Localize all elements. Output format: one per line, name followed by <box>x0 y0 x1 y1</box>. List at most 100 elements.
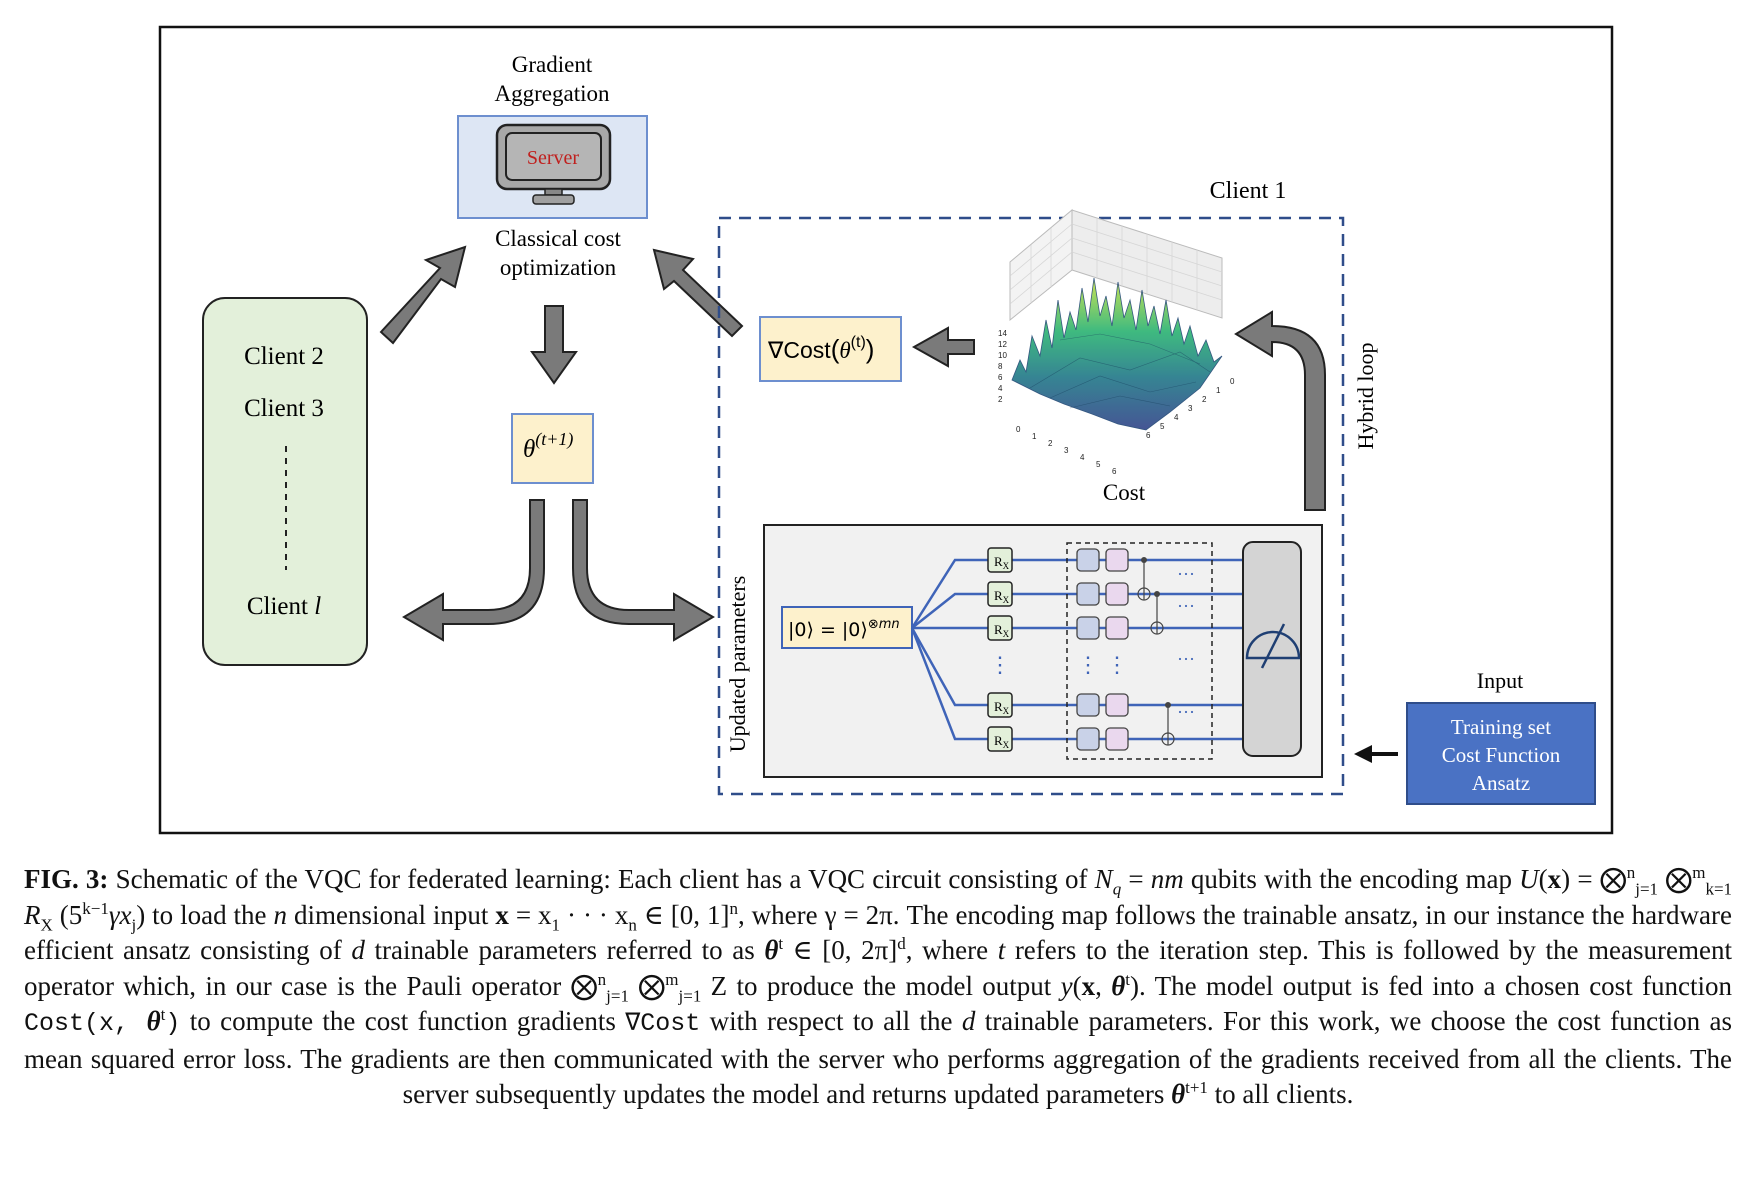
caption-lim4-sup: m <box>665 969 679 989</box>
arrow-server-to-theta <box>530 305 578 385</box>
caption-y: y <box>1060 970 1073 1001</box>
gradient-sup: (t) <box>851 334 866 351</box>
rx-gate-4 <box>987 692 1013 718</box>
figure: Gradient Aggregation Server Classical co… <box>158 25 1614 835</box>
caption-nm: nm <box>1150 864 1184 894</box>
caption-x2: x <box>495 899 509 930</box>
z-tick-10: 10 <box>998 351 1007 360</box>
rx-gate-sub-1: X <box>1003 561 1010 571</box>
rx-gate-2 <box>987 581 1013 607</box>
caption-q: q <box>1112 879 1122 899</box>
server-monitor-text: Server <box>527 147 580 169</box>
vdots-1: ⋮ <box>989 652 1011 677</box>
figure-caption: FIG. 3: Schematic of the VQC for federat… <box>24 862 1732 1113</box>
input-line-1: Training set <box>1451 715 1551 739</box>
rx-gate-sub-3: X <box>1003 629 1010 639</box>
caption-t18: , where <box>905 935 998 965</box>
caption-t10: ) to load the <box>136 899 274 930</box>
caption-cost1-end: ) <box>165 1009 181 1038</box>
vdots-2: ⋮ <box>1077 652 1099 677</box>
rx-gate-sub-4: X <box>1003 706 1010 716</box>
plot-back-wall-left <box>1009 208 1073 322</box>
param-gate-a-4 <box>1076 693 1100 717</box>
cnot-control-2 <box>1154 591 1160 597</box>
caption-cost1: Cost(x, <box>24 1009 147 1038</box>
z-tick-14: 14 <box>998 329 1007 338</box>
cnot-target-3 <box>1161 732 1175 746</box>
gradient-box <box>759 316 902 382</box>
arrow-client1-to-server <box>652 248 744 338</box>
input-line-3: Ansatz <box>1472 771 1530 795</box>
init-state-sup: ⊗mn <box>868 617 900 632</box>
caption-lim1-sup: n <box>1626 863 1636 882</box>
x-tick-1: 1 <box>1032 432 1037 441</box>
caption-t8: (5 <box>52 899 83 930</box>
plot-gridlines <box>1009 218 1223 310</box>
x-tick-6: 6 <box>1112 467 1117 476</box>
caption-theta1: θ <box>764 935 779 965</box>
cost-surface <box>1011 277 1223 431</box>
x-tick-2: 2 <box>1048 439 1053 448</box>
cnot-target-1 <box>1137 587 1151 601</box>
z-tick-8: 8 <box>998 362 1003 371</box>
gradient-paren-close: ) <box>866 334 875 364</box>
caption-rx-sub: X <box>40 914 53 934</box>
arrow-cost-to-gradient <box>911 326 975 368</box>
hybrid-loop-arrow-shape <box>1234 310 1326 511</box>
z-tick-4: 4 <box>998 384 1003 393</box>
caption-lim4-sub: j=1 <box>678 985 702 1005</box>
caption-t13: · · · x <box>560 899 629 930</box>
gradient-prefix: ∇Cost <box>767 337 831 363</box>
init-state-label: |0⟩ = |0⟩⊗mn <box>788 617 900 641</box>
caption-xn-sub: n <box>628 914 637 934</box>
gradient-label: ∇Cost(θ(t)) <box>767 334 874 364</box>
caption-t16: trainable parameters referred to as <box>364 935 765 965</box>
theta-next-sup: (t+1) <box>535 429 573 450</box>
param-gate-b-4 <box>1105 693 1129 717</box>
server-bottom-label-1: Classical cost <box>495 226 621 251</box>
y-tick-1: 1 <box>1216 386 1221 395</box>
arrow-theta-to-client1 <box>572 499 715 642</box>
caption-t7: R <box>24 899 41 930</box>
client3-label: Client 3 <box>244 395 324 422</box>
monitor-icon <box>495 123 612 205</box>
cnot-control-1 <box>1141 557 1147 563</box>
y-tick-4: 4 <box>1174 413 1179 422</box>
input-title: Input <box>1477 668 1523 693</box>
caption-d1: d <box>351 935 365 965</box>
caption-t20: ⨂ <box>628 970 666 1001</box>
caption-t12: = x <box>508 899 552 930</box>
hdots-2: ··· <box>1177 596 1195 616</box>
caption-n-sup: n <box>729 898 738 918</box>
caption-t23: , <box>1095 970 1112 1001</box>
rx-gate-5 <box>987 726 1013 752</box>
rx-gate-sub-5: X <box>1003 740 1010 750</box>
theta-next-label: θ(t+1) <box>523 429 573 463</box>
z-tick-6: 6 <box>998 373 1003 382</box>
caption-n1: n <box>273 899 288 930</box>
caption-d2: d <box>961 1006 976 1036</box>
x-tick-0: 0 <box>1016 425 1021 434</box>
clientl-label: Client l <box>247 593 321 620</box>
input-line-2: Cost Function <box>1442 743 1561 767</box>
caption-Nq: N <box>1094 864 1113 894</box>
y-tick-6: 6 <box>1146 431 1151 440</box>
caption-lim3-sup: n <box>597 969 607 989</box>
client1-region <box>717 216 1345 796</box>
gradient-paren-open: ( <box>831 334 840 364</box>
figure-frame <box>158 25 1614 835</box>
caption-theta2-sup: t <box>1125 969 1130 989</box>
vqc-schematic: Gradient Aggregation Server Classical co… <box>158 25 1614 835</box>
z-tick-12: 12 <box>998 340 1007 349</box>
circuit-box <box>763 524 1323 778</box>
rx-gate-3 <box>987 615 1013 641</box>
caption-label: FIG. 3: <box>24 864 109 894</box>
server-bottom-label-2: optimization <box>500 255 617 280</box>
x-tick-5: 5 <box>1096 460 1101 469</box>
y-tick-3: 3 <box>1188 404 1193 413</box>
init-state-text: |0⟩ = |0⟩ <box>788 619 868 641</box>
server-top-label-1: Gradient <box>512 52 593 77</box>
